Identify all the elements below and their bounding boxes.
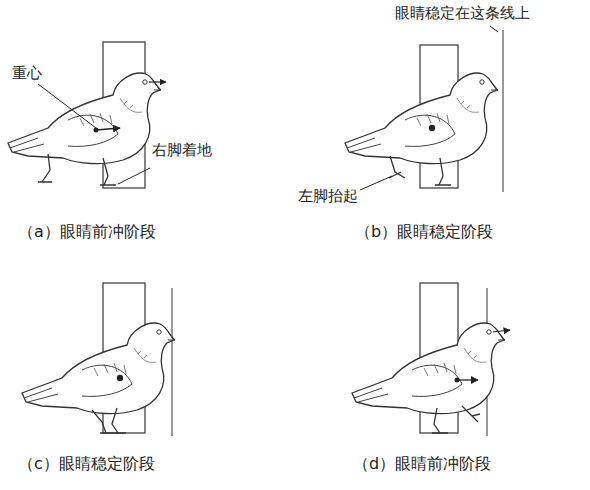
pigeon	[345, 73, 498, 185]
panel-caption: （a）眼睛前冲阶段	[18, 224, 156, 240]
pigeon	[352, 323, 510, 433]
pigeon	[22, 323, 175, 433]
annotation: 眼睛稳定在这条线上	[395, 6, 530, 21]
panel-caption: （d）眼睛前冲阶段	[353, 456, 491, 472]
leader-line	[490, 26, 498, 32]
pigeon	[8, 73, 166, 185]
annotation: 重心	[12, 66, 42, 81]
panel-caption: （c）眼睛稳定阶段	[18, 456, 155, 472]
leader-line	[360, 176, 392, 190]
eye-line	[503, 30, 504, 192]
annotation: 右脚着地	[152, 143, 212, 158]
panel-caption: （b）眼睛稳定阶段	[355, 224, 493, 240]
annotation: 左脚抬起	[298, 189, 358, 204]
leader-line	[38, 84, 96, 128]
leader-line	[118, 168, 150, 184]
eye-line	[172, 288, 173, 436]
